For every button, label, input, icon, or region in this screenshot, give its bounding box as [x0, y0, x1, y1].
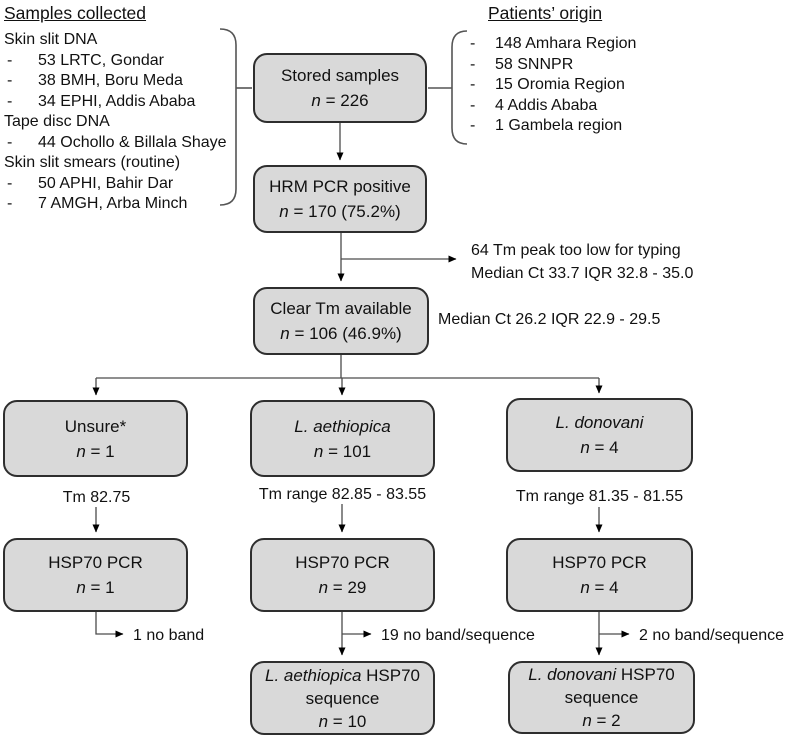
box-title: Stored samples [280, 66, 400, 85]
box-n: n = 1 [76, 578, 115, 597]
box-hrm-pcr-positive: HRM PCR positive n = 170 (75.2%) [253, 165, 427, 233]
box-n: n = 101 [313, 441, 372, 461]
box-seq-donovani: L. donovani HSP70 sequence n = 2 [508, 661, 695, 734]
box-n: n = 226 [311, 91, 369, 110]
samples-collected-title: Samples collected [4, 3, 147, 23]
box-title: HSP70 PCR [552, 553, 647, 572]
note-tm-peak-too-low: 64 Tm peak too low for typing Median Ct … [471, 242, 694, 282]
box-seq-aethiopica: L. aethiopica HSP70 sequence n = 10 [250, 661, 435, 735]
note-clear-median-ct: Median Ct 26.2 IQR 22.9 - 29.5 [438, 311, 661, 328]
note-no-band-donovani: 2 no band/sequence [639, 627, 785, 644]
list-item: -38 BMH, Boru Meda [7, 72, 183, 89]
bracket-origin-list [451, 30, 468, 145]
box-title: L. aethiopica [294, 416, 391, 436]
arrow-elbow-no-band-unsure [95, 612, 124, 638]
patients-origin-title: Patients’ origin [488, 3, 603, 23]
box-hsp70-pcr-aethiopica: HSP70 PCR n = 29 [250, 538, 435, 612]
box-hsp70-pcr-donovani: HSP70 PCR n = 4 [506, 538, 693, 612]
list-item: -148 Amhara Region [470, 35, 637, 52]
box-n: n = 29 [318, 578, 367, 597]
box-clear-tm-available: Clear Tm available n = 106 (46.9%) [253, 287, 429, 355]
box-n: n = 2 [582, 711, 621, 730]
list-item: -34 EPHI, Addis Ababa [7, 92, 196, 110]
box-title: HSP70 PCR [48, 553, 143, 572]
box-n: n = 10 [318, 711, 367, 731]
box-line2: sequence [305, 688, 380, 708]
list-item: -15 Oromia Region [470, 76, 625, 93]
note-tm-unsure: Tm 82.75 [62, 489, 131, 506]
list-item: -1 Gambela region [470, 117, 623, 134]
note-tm-range-donovani: Tm range 81.35 - 81.55 [515, 488, 684, 505]
box-n: n = 4 [580, 438, 619, 457]
box-title: L. donovani HSP70 [528, 665, 675, 684]
note-no-band-unsure: 1 no band [133, 627, 205, 644]
list-item: -53 LRTC, Gondar [7, 51, 164, 69]
box-line2: sequence [564, 688, 639, 707]
list-item: Tape disc DNA [4, 113, 110, 130]
list-item: Skin slit DNA [4, 31, 98, 48]
note-no-band-aethiopica: 19 no band/sequence [381, 627, 535, 644]
box-title: L. donovani [555, 413, 644, 432]
box-title: HRM PCR positive [269, 177, 411, 196]
box-title: Clear Tm available [270, 299, 412, 318]
patients-origin-section: Patients’ origin -148 Amhara Region -58 … [467, 2, 636, 137]
list-item: -7 AMGH, Arba Minch [7, 195, 188, 212]
list-item: -58 SNNPR [470, 55, 574, 73]
box-unsure: Unsure* n = 1 [3, 400, 188, 477]
box-n: n = 1 [76, 441, 115, 461]
list-item: -4 Addis Ababa [470, 96, 598, 114]
box-n: n = 170 (75.2%) [279, 202, 401, 221]
box-stored-samples: Stored samples n = 226 [253, 53, 427, 123]
box-hsp70-pcr-unsure: HSP70 PCR n = 1 [3, 538, 188, 612]
list-item: -50 APHI, Bahir Dar [7, 174, 174, 192]
samples-collected-section: Samples collected Skin slit DNA -53 LRTC… [4, 2, 227, 215]
box-title: Unsure* [64, 416, 127, 436]
box-l-aethiopica: L. aethiopica n = 101 [250, 400, 435, 477]
box-n: n = 4 [580, 578, 619, 597]
box-title: L. aethiopica HSP70 [265, 665, 420, 685]
box-title: HSP70 PCR [295, 553, 390, 572]
note-tm-range-aethiopica: Tm range 82.85 - 83.55 [258, 486, 427, 503]
list-item: -44 Ochollo & Billala Shaye [7, 133, 227, 151]
box-l-donovani: L. donovani n = 4 [506, 398, 693, 472]
list-item: Skin slit smears (routine) [4, 154, 181, 171]
box-n: n = 106 (46.9%) [280, 324, 402, 343]
